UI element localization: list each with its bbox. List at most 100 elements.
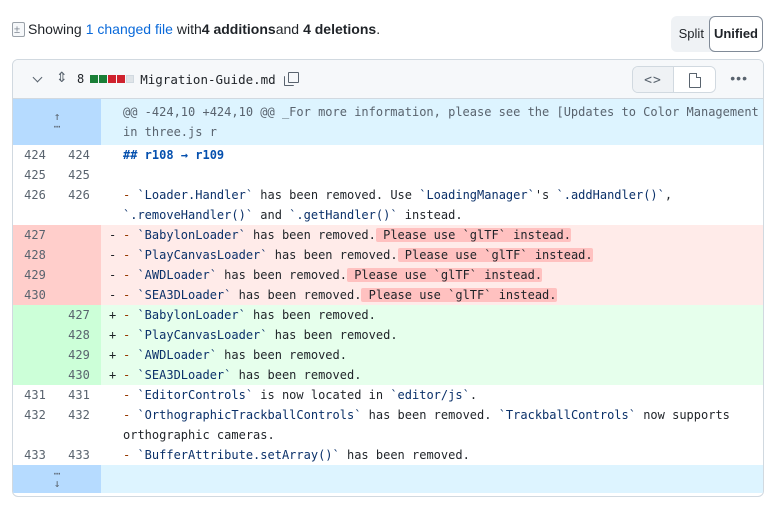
text: and bbox=[253, 208, 290, 222]
diff-line: 425 425 bbox=[13, 165, 763, 185]
line-content: -- `BabylonLoader` has been removed. Ple… bbox=[101, 225, 763, 245]
list-marker: - bbox=[123, 448, 138, 462]
deleted-line: 429 -- `AWDLoader` has been removed. Ple… bbox=[13, 265, 763, 285]
line-content: - `EditorControls` is now located in `ed… bbox=[101, 385, 763, 405]
hunk-header: @@ -424,10 +424,10 @@ _For more informat… bbox=[101, 99, 763, 145]
new-line-number[interactable]: 426 bbox=[68, 188, 90, 202]
old-line-number bbox=[13, 365, 57, 385]
diff-sign: + bbox=[109, 308, 117, 322]
new-line-number[interactable]: 424 bbox=[68, 148, 90, 162]
list-marker: - bbox=[123, 368, 138, 382]
expand-up-button[interactable]: ↑⋯ bbox=[13, 99, 101, 145]
new-line-number[interactable]: 430 bbox=[57, 365, 101, 385]
diffstat-bars bbox=[90, 75, 135, 83]
chevron-down-icon[interactable] bbox=[32, 73, 44, 85]
line-content: +- `BabylonLoader` has been removed. bbox=[101, 305, 763, 325]
added-line: 429 +- `AWDLoader` has been removed. bbox=[13, 345, 763, 365]
inline-code: `Loader.Handler` bbox=[137, 188, 254, 202]
text: is now located in bbox=[253, 388, 391, 402]
deleted-line: 430 -- `SEA3DLoader` has been removed. P… bbox=[13, 285, 763, 305]
line-content: - `OrthographicTrackballControls` has be… bbox=[101, 405, 763, 445]
text: has been removed. bbox=[361, 408, 499, 422]
text: , bbox=[664, 188, 680, 202]
unified-view-button[interactable]: Unified bbox=[708, 16, 763, 52]
diff-toolbar: Showing 1 changed file with 4 additions … bbox=[12, 16, 763, 52]
line-content: -- `AWDLoader` has been removed. Please … bbox=[101, 265, 763, 285]
diff-table: ↑⋯ @@ -424,10 +424,10 @@ _For more infor… bbox=[13, 99, 763, 493]
copy-icon[interactable] bbox=[283, 72, 299, 86]
line-content: +- `AWDLoader` has been removed. bbox=[101, 345, 763, 365]
rich-view-button[interactable] bbox=[674, 67, 715, 92]
diff-sign: - bbox=[109, 268, 117, 282]
fold-down-icon: ⋯↓ bbox=[53, 467, 61, 490]
old-line-number[interactable]: 432 bbox=[24, 408, 46, 422]
inline-code: `AWDLoader` bbox=[137, 268, 217, 282]
word-highlight-deletion: Please use `glTF` instead. bbox=[346, 268, 543, 282]
unfold-icon[interactable] bbox=[55, 69, 69, 88]
old-line-number[interactable]: 431 bbox=[24, 388, 46, 402]
list-marker: - bbox=[123, 348, 138, 362]
old-line-number bbox=[13, 305, 57, 325]
inline-code: `BufferAttribute.setArray()` bbox=[137, 448, 340, 462]
text: has been removed. bbox=[231, 288, 362, 302]
inline-code: `BabylonLoader` bbox=[137, 308, 246, 322]
deleted-line: 428 -- `PlayCanvasLoader` has been remov… bbox=[13, 245, 763, 265]
file-name-link[interactable]: Migration-Guide.md bbox=[140, 71, 276, 87]
text: . bbox=[469, 388, 478, 402]
changed-files-link[interactable]: 1 changed file bbox=[85, 21, 173, 37]
old-line-number[interactable]: 424 bbox=[24, 148, 46, 162]
old-line-number bbox=[13, 345, 57, 365]
new-line-number[interactable]: 431 bbox=[68, 388, 90, 402]
file-diff-icon bbox=[12, 21, 25, 39]
old-line-number[interactable]: 430 bbox=[13, 285, 57, 305]
diffstat-del-block bbox=[108, 75, 117, 83]
diff-sign: - bbox=[109, 248, 117, 262]
added-line: 428 +- `PlayCanvasLoader` has been remov… bbox=[13, 325, 763, 345]
diff-line: 433 433 - `BufferAttribute.setArray()` h… bbox=[13, 445, 763, 465]
hunk-header-row: ↑⋯ @@ -424,10 +424,10 @@ _For more infor… bbox=[13, 99, 763, 145]
summary-with: with bbox=[176, 21, 202, 37]
inline-code: `LoadingManager` bbox=[419, 188, 535, 202]
word-highlight-deletion: Please use `glTF` instead. bbox=[375, 228, 571, 242]
old-line-number[interactable]: 429 bbox=[13, 265, 57, 285]
split-view-button[interactable]: Split bbox=[678, 26, 704, 41]
old-line-number[interactable]: 427 bbox=[13, 225, 57, 245]
diff-line: 431 431 - `EditorControls` is now locate… bbox=[13, 385, 763, 405]
file-diff: 8 Migration-Guide.md <> ••• ↑⋯ @@ -424,1… bbox=[12, 59, 764, 497]
inline-code: `.getHandler()` bbox=[289, 208, 398, 222]
list-marker: - bbox=[123, 308, 138, 322]
source-view-button[interactable]: <> bbox=[633, 67, 674, 92]
text: has been removed. Use bbox=[253, 188, 420, 202]
line-content: -- `PlayCanvasLoader` has been removed. … bbox=[101, 245, 763, 265]
inline-code: `.removeHandler()` bbox=[123, 208, 254, 222]
list-marker: - bbox=[123, 188, 138, 202]
new-line-number[interactable]: 428 bbox=[57, 325, 101, 345]
inline-code: `.addHandler()` bbox=[556, 188, 665, 202]
summary-and: and bbox=[275, 21, 300, 37]
fold-up-icon: ↑⋯ bbox=[53, 110, 61, 133]
diff-sign: + bbox=[109, 328, 117, 342]
old-line-number[interactable]: 426 bbox=[24, 188, 46, 202]
old-line-number[interactable]: 425 bbox=[24, 168, 46, 182]
expand-footer-row: ⋯↓ bbox=[13, 465, 763, 493]
kebab-horizontal-icon[interactable]: ••• bbox=[730, 70, 748, 86]
expand-footer-fill bbox=[101, 465, 763, 493]
word-highlight-deletion: Please use `glTF` instead. bbox=[361, 288, 557, 302]
new-line-number bbox=[57, 265, 101, 285]
old-line-number[interactable]: 433 bbox=[24, 448, 46, 462]
expand-down-button[interactable]: ⋯↓ bbox=[13, 465, 101, 493]
old-line-number[interactable]: 428 bbox=[13, 245, 57, 265]
new-line-number[interactable]: 427 bbox=[57, 305, 101, 325]
inline-code: `editor/js` bbox=[390, 388, 470, 402]
inline-code: `TrackballControls` bbox=[498, 408, 636, 422]
line-content: -- `SEA3DLoader` has been removed. Pleas… bbox=[101, 285, 763, 305]
new-line-number[interactable]: 433 bbox=[68, 448, 90, 462]
new-line-number[interactable]: 425 bbox=[68, 168, 90, 182]
new-line-number[interactable]: 432 bbox=[68, 408, 90, 422]
inline-code: `PlayCanvasLoader` bbox=[137, 328, 268, 342]
new-line-number bbox=[57, 285, 101, 305]
text: now supports orthographic cameras. bbox=[123, 408, 738, 442]
deletions-count: 4 deletions bbox=[303, 21, 377, 37]
new-line-number[interactable]: 429 bbox=[57, 345, 101, 365]
list-marker: - bbox=[123, 248, 138, 262]
